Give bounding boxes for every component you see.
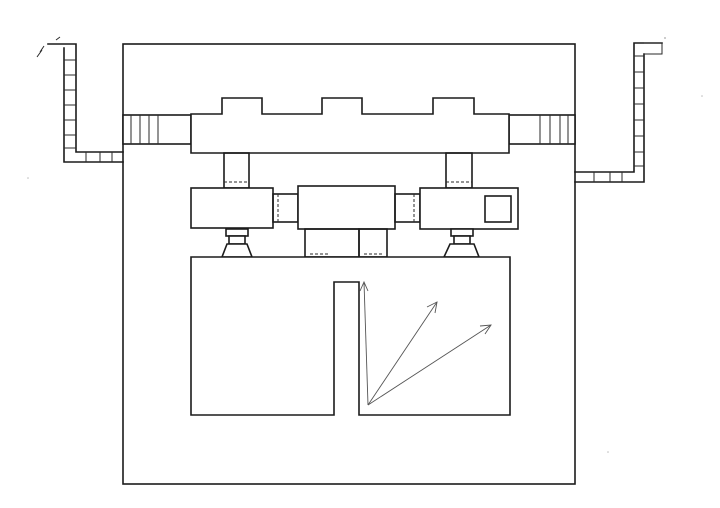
right-chamber	[419, 187, 519, 230]
left-brick-duct	[36, 36, 124, 163]
lower-enclosure	[190, 256, 511, 416]
top-manifold	[190, 97, 510, 154]
scan-specks	[27, 37, 703, 453]
left-nozzle	[220, 228, 254, 258]
center-chamber	[297, 185, 396, 230]
viewing-window	[484, 195, 512, 223]
left-inlet-connector	[122, 114, 192, 145]
direction-arrows	[359, 280, 492, 406]
right-coupling	[394, 193, 421, 223]
right-inlet-connector	[508, 114, 576, 145]
outer-housing	[122, 43, 576, 485]
center-outlet-tubes	[304, 228, 388, 258]
left-chamber	[190, 187, 274, 229]
right-brick-duct	[574, 42, 663, 183]
left-coupling	[272, 193, 299, 223]
left-drop-tube	[223, 152, 250, 189]
right-drop-tube	[445, 152, 473, 189]
right-nozzle	[442, 228, 481, 258]
